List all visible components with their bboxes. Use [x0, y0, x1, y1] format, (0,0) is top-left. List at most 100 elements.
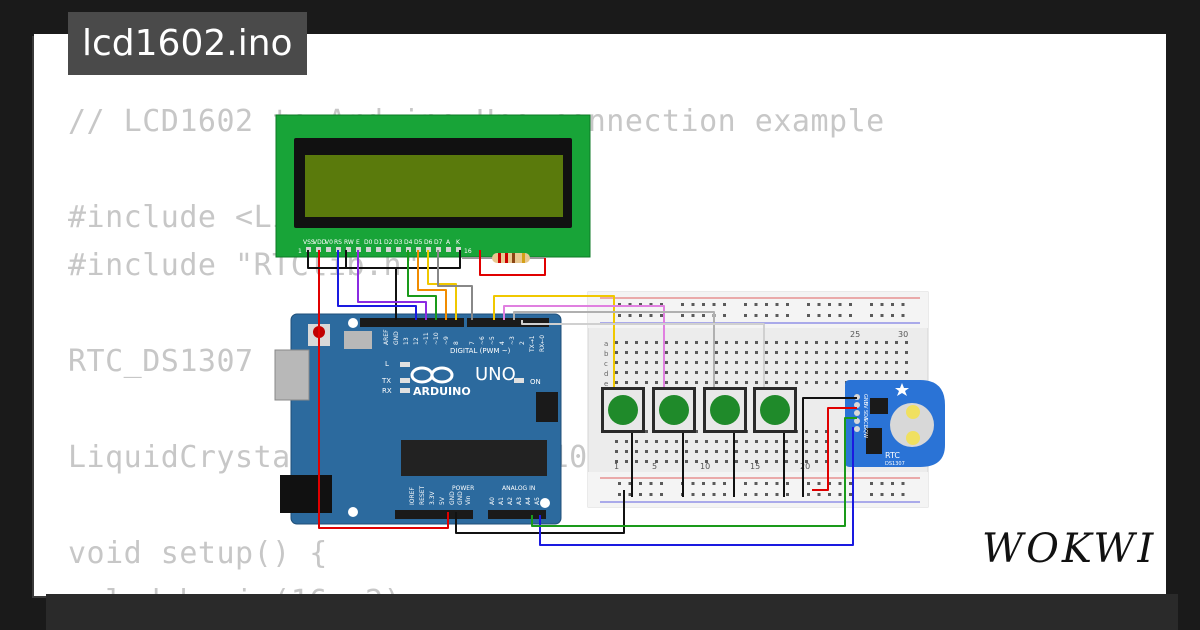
breadboard-hole: [765, 440, 768, 443]
pin-label: AREF: [383, 329, 390, 345]
breadboard-hole: [807, 303, 810, 306]
breadboard-hole: [735, 450, 738, 453]
breadboard-hole: [785, 381, 788, 384]
breadboard-hole: [775, 351, 778, 354]
breadboard-hole: [691, 493, 695, 496]
breadboard-hole: [754, 303, 758, 306]
breadboard-hole: [744, 493, 747, 496]
pin-label: 7: [469, 341, 476, 345]
breadboard-hole: [875, 371, 878, 374]
push-button-4[interactable]: [753, 387, 797, 433]
breadboard-hole: [745, 371, 748, 374]
row-letter: d: [604, 370, 608, 378]
wire-yellow-d6: [427, 250, 457, 320]
breadboard-hole: [675, 381, 678, 384]
breadboard-hole: [775, 371, 778, 374]
breadboard-hole: [645, 450, 648, 453]
lcd-pin-label: RW: [344, 239, 354, 246]
pin-label: 8: [453, 341, 460, 345]
breadboard-hole: [665, 371, 668, 374]
breadboard-hole: [705, 371, 708, 374]
breadboard-hole: [660, 303, 663, 306]
breadboard-hole: [795, 341, 798, 344]
breadboard-hole: [786, 493, 789, 496]
lcd-pin-label: K: [456, 239, 461, 246]
breadboard-hole: [807, 482, 810, 485]
lcd-pin-label: VDD: [313, 239, 327, 246]
resistor[interactable]: [462, 253, 545, 263]
pin-label: GND: [449, 491, 456, 505]
breadboard-hole: [665, 341, 668, 344]
breadboard-hole: [665, 440, 668, 443]
breadboard-hole: [775, 482, 779, 485]
breadboard-hole: [735, 371, 738, 374]
breadboard-hole: [838, 493, 842, 496]
breadboard-hole: [649, 314, 653, 317]
breadboard-hole: [735, 341, 738, 344]
breadboard-hole: [785, 440, 788, 443]
breadboard-hole: [795, 371, 798, 374]
breadboard-hole: [885, 341, 888, 344]
col-number: 15: [750, 462, 760, 471]
pin-label: RESET: [419, 485, 426, 505]
l-label: L: [385, 360, 389, 368]
push-button-1[interactable]: [601, 387, 645, 433]
breadboard-hole: [765, 351, 768, 354]
rtc-pin-label: SDA: [862, 410, 868, 421]
breadboard-hole: [895, 351, 898, 354]
push-button-3[interactable]: [703, 387, 747, 433]
arduino-uno-board[interactable]: ARDUINO UNO DIGITAL (PWM ~) ON L TX RX P…: [274, 313, 562, 525]
breadboard-hole: [855, 341, 858, 344]
breadboard-hole: [625, 381, 628, 384]
breadboard-hole: [805, 341, 808, 344]
breadboard-hole: [725, 450, 728, 453]
breadboard-hole: [815, 371, 818, 374]
breadboard-hole: [628, 314, 632, 317]
breadboard-hole: [685, 371, 688, 374]
lcd-pin-label: D6: [424, 239, 433, 246]
breadboard-hole: [765, 314, 768, 317]
breadboard-hole: [655, 341, 658, 344]
breadboard-hole: [675, 460, 678, 463]
breadboard-hole: [639, 314, 642, 317]
breadboard-hole: [645, 440, 648, 443]
breadboard-hole: [628, 482, 632, 485]
row-letter: e: [604, 380, 608, 388]
breadboard-hole: [785, 351, 788, 354]
breadboard-hole: [785, 460, 788, 463]
lcd-pin: [306, 247, 311, 252]
breadboard-hole: [735, 440, 738, 443]
wire-pink-btn2: [503, 305, 665, 387]
lcd-pin-headers: [306, 247, 461, 252]
lcd-pin: [406, 247, 411, 252]
rtc-ds1307-module[interactable]: GND 5V SDA SCL SQW RTC DS1307: [845, 380, 945, 467]
breadboard-hole: [901, 303, 905, 306]
pin-label: ~5: [489, 336, 496, 345]
breadboard-hole: [745, 440, 748, 443]
lcd-pin-label: D7: [434, 239, 443, 246]
code-line: #include "RTClib.h": [68, 248, 421, 283]
breadboard-col-numbers: 1 5 10 15 20 25 30: [614, 330, 908, 471]
lcd1602-module[interactable]: 1 VSS VDD V0 RS RW E D0 D1 D2 D3 D4 D5 D…: [275, 114, 591, 258]
lcd-pin: [416, 247, 421, 252]
arduino-power-pin-labels: IOREF RESET 3.3V 5V GND GND Vin: [409, 485, 472, 505]
lcd-pin-label: D5: [414, 239, 423, 246]
breadboard-hole: [875, 361, 878, 364]
wire-red-rtc: [812, 407, 857, 491]
breadboard-hole: [635, 460, 638, 463]
breadboard-hole: [635, 341, 638, 344]
breadboard-hole: [625, 440, 628, 443]
breadboard-hole: [725, 351, 728, 354]
breadboard-hole: [685, 381, 688, 384]
file-title[interactable]: lcd1602.ino: [68, 12, 307, 75]
breadboard-hole: [754, 493, 758, 496]
breadboard-hole: [755, 361, 758, 364]
lcd-pin: [326, 247, 331, 252]
push-button-2[interactable]: [652, 387, 696, 433]
breadboard-hole: [775, 381, 778, 384]
breadboard-hole: [715, 371, 718, 374]
breadboard-hole: [786, 314, 789, 317]
breadboard-hole: [675, 440, 678, 443]
breadboard-hole: [786, 303, 789, 306]
breadboard-hole: [645, 460, 648, 463]
